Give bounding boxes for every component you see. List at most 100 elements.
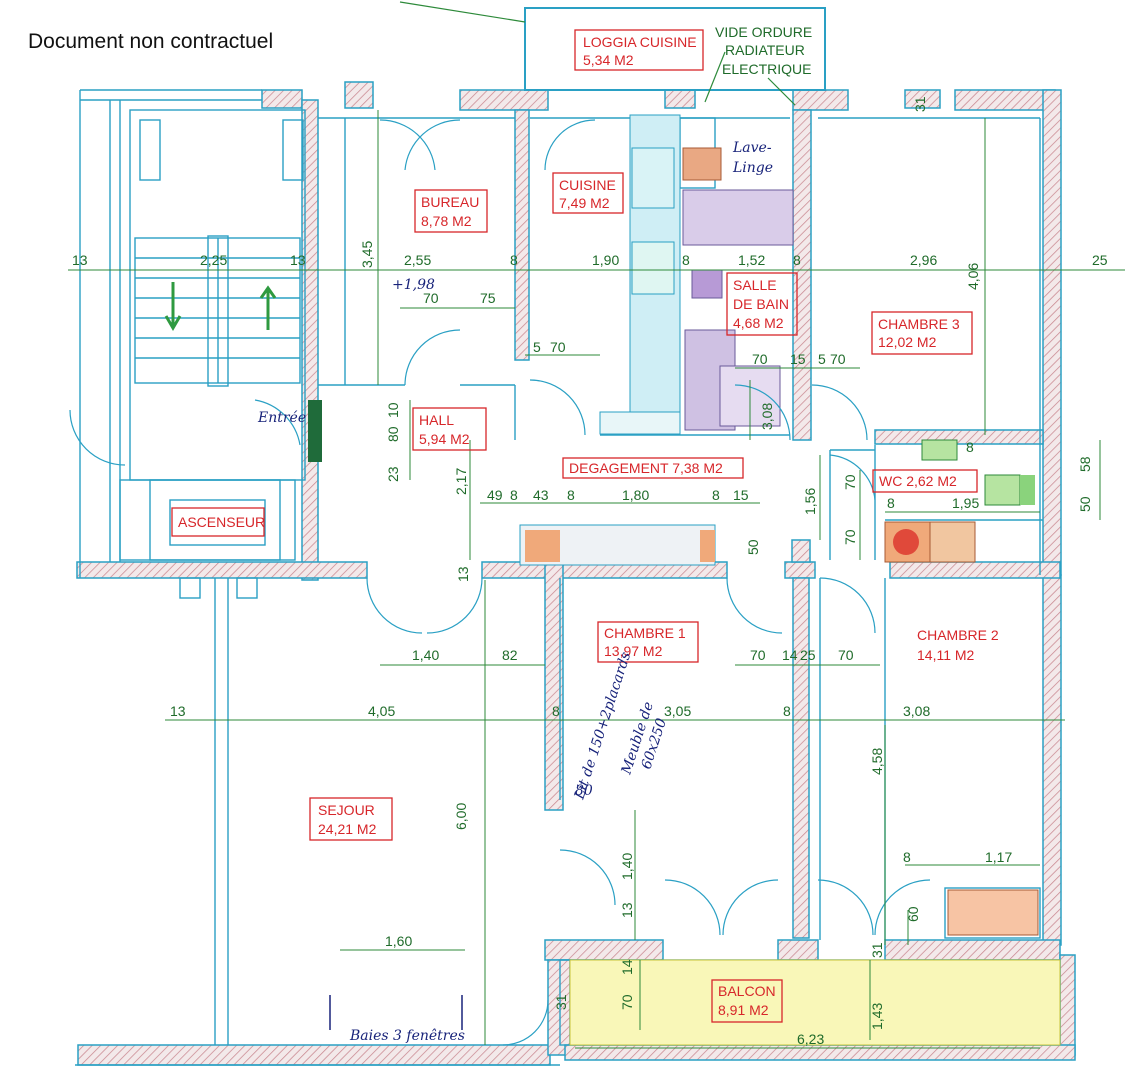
dim-misc-12: 80	[385, 426, 401, 442]
room-balcon-name: BALCON	[718, 983, 776, 999]
room-labels: LOGGIA CUISINE 5,34 M2 BUREAU 8,78 M2 CU…	[171, 29, 999, 1023]
dim-lower-0: 13	[170, 703, 186, 719]
dim-upper-3: 2,55	[404, 252, 431, 268]
dim-misc-22: 1,56	[802, 488, 818, 515]
annotation-arrows	[399, 1, 796, 106]
dim-upper-1: 2,25	[200, 252, 227, 268]
room-loggia-area: 5,34 M2	[583, 52, 634, 68]
dim-misc-29: 70	[842, 529, 858, 545]
dim-lower-5: 3,08	[903, 703, 930, 719]
room-chambre1-name: CHAMBRE 1	[604, 625, 686, 641]
room-wc-label: WC 2,62 M2	[879, 473, 957, 489]
dim-misc-41: 1,17	[985, 849, 1012, 865]
dim-misc-42: 1,40	[619, 853, 635, 880]
dim-misc-48: 14	[619, 959, 635, 975]
dim-misc-31: 13	[455, 566, 471, 582]
note-lave-linge-1: Lave-	[732, 140, 772, 156]
note-lit-dim: 80	[575, 783, 593, 799]
dim-misc-52: 31	[912, 96, 928, 112]
staircase	[134, 119, 304, 387]
room-sejour-name: SEJOUR	[318, 802, 375, 818]
room-chambre2-name: CHAMBRE 2	[917, 627, 999, 643]
note-vide-ordure-3: ELECTRIQUE	[722, 61, 811, 77]
room-balcon-area: 8,91 M2	[718, 1002, 769, 1018]
dim-misc-27: 1,95	[952, 495, 979, 511]
dim-misc-26: 8	[887, 495, 895, 511]
dim-upper-7: 1,52	[738, 252, 765, 268]
dim-upper-2: 13	[290, 252, 306, 268]
dim-misc-6: 70	[752, 351, 768, 367]
dim-misc-25: 58	[1077, 456, 1093, 472]
dim-upper-10: 25	[1092, 252, 1108, 268]
dim-misc-49: 1,43	[869, 1003, 885, 1030]
fixtures	[308, 114, 1061, 1046]
walls	[76, 81, 1076, 1066]
dim-misc-36: 25	[800, 647, 816, 663]
dim-lower-3: 3,05	[664, 703, 691, 719]
room-hall-area: 5,94 M2	[419, 431, 470, 447]
dim-misc-14: 2,17	[453, 468, 469, 495]
room-chambre2-area: 14,11 M2	[917, 647, 975, 663]
dim-misc-50: 31	[553, 994, 569, 1010]
document-disclaimer: Document non contractuel	[28, 30, 274, 53]
dim-misc-13: 23	[385, 466, 401, 482]
room-sdb-name2: DE BAIN	[733, 296, 789, 312]
dim-misc-2: 75	[480, 290, 496, 306]
dim-upper-6: 8	[682, 252, 690, 268]
dim-misc-43: 13	[619, 902, 635, 918]
dim-misc-3: 4,06	[965, 263, 981, 290]
room-sdb-area: 4,68 M2	[733, 315, 784, 331]
dim-misc-9: 70	[830, 351, 846, 367]
dim-misc-32: 1,40	[412, 647, 439, 663]
dim-upper-5: 1,90	[592, 252, 619, 268]
room-hall-name: HALL	[419, 412, 454, 428]
dim-misc-10: 3,08	[759, 403, 775, 430]
note-vide-ordure-1: VIDE ORDURE	[715, 24, 812, 40]
dim-misc-15: 49	[487, 487, 503, 503]
room-cuisine-name: CUISINE	[559, 177, 616, 193]
dim-misc-47: 70	[619, 994, 635, 1010]
room-chambre3-area: 12,02 M2	[878, 334, 937, 350]
dim-misc-44: 60	[905, 906, 921, 922]
dim-upper-9: 2,96	[910, 252, 937, 268]
dim-misc-7: 15	[790, 351, 806, 367]
note-bureau: +1,98	[392, 277, 435, 293]
dim-misc-21: 15	[733, 487, 749, 503]
dim-misc-4: 5	[533, 339, 541, 355]
dim-upper-4: 8	[510, 252, 518, 268]
dim-misc-1: 70	[423, 290, 439, 306]
dim-misc-24: 70	[842, 474, 858, 490]
doors	[69, 119, 931, 1046]
note-lave-linge-2: Linge	[732, 160, 773, 176]
room-bureau-name: BUREAU	[421, 194, 479, 210]
room-sdb-name1: SALLE	[733, 277, 777, 293]
dim-misc-16: 8	[510, 487, 518, 503]
dim-upper-8: 8	[793, 252, 801, 268]
room-bureau-area: 8,78 M2	[421, 213, 472, 229]
dim-misc-34: 70	[750, 647, 766, 663]
dim-misc-46: 31	[869, 942, 885, 958]
note-entree: Entrée	[257, 410, 306, 426]
dim-misc-20: 8	[712, 487, 720, 503]
note-lit: Lit de 150+2placards	[571, 650, 634, 802]
room-ascenseur-name: ASCENSEUR	[178, 514, 265, 530]
dim-misc-19: 1,80	[622, 487, 649, 503]
dim-misc-38: 4,58	[869, 748, 885, 775]
dim-misc-23: 50	[745, 539, 761, 555]
dim-misc-5: 70	[550, 339, 566, 355]
dimension-labels: 13 2,25 13 2,55 8 1,90 8 1,52 8 2,96 25 …	[72, 96, 1108, 1047]
dim-lower-4: 8	[783, 703, 791, 719]
room-cuisine-area: 7,49 M2	[559, 195, 610, 211]
room-sejour-area: 24,21 M2	[318, 821, 377, 837]
room-chambre1-area: 13,97 M2	[604, 643, 663, 659]
dim-misc-18: 8	[567, 487, 575, 503]
dim-misc-30: 8	[966, 439, 974, 455]
dim-misc-8: 5	[818, 351, 826, 367]
room-degagement-label: DEGAGEMENT 7,38 M2	[569, 460, 723, 476]
dim-misc-35: 14	[782, 647, 798, 663]
dim-lower-2: 8	[552, 703, 560, 719]
dim-misc-0: 3,45	[359, 241, 375, 268]
dim-lower-1: 4,05	[368, 703, 395, 719]
note-vide-ordure-2: RADIATEUR	[725, 42, 805, 58]
